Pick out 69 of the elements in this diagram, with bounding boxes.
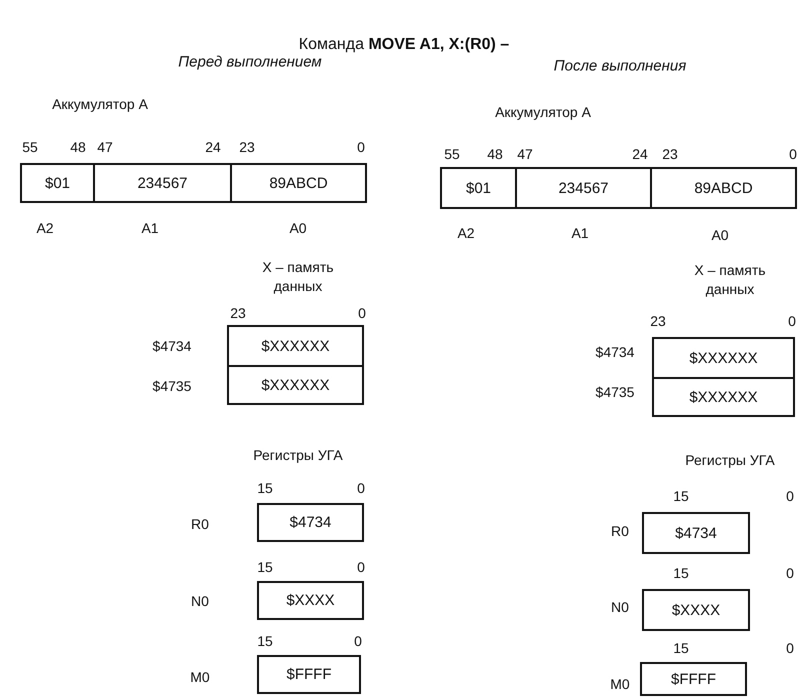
bit-number: 47	[517, 146, 533, 162]
register-cell: 234567	[93, 163, 232, 203]
bit-number: 0	[358, 305, 366, 321]
register-cell: $FFFF	[640, 662, 747, 696]
register-name: R0	[611, 523, 629, 539]
register-cell: $XXXXXX	[227, 365, 364, 405]
bit-number: 15	[673, 640, 689, 656]
register-name: M0	[190, 669, 210, 685]
bit-number: 15	[673, 565, 689, 581]
bit-number: 0	[786, 640, 794, 656]
bit-number: 23	[662, 146, 678, 162]
register-name: N0	[611, 599, 629, 615]
bit-number: 48	[487, 146, 503, 162]
bit-number: 0	[357, 480, 365, 496]
register-cell: $01	[20, 163, 95, 203]
panel-heading: Перед выполнением	[178, 54, 322, 70]
register-cell: $XXXXXX	[652, 337, 795, 379]
register-name: M0	[610, 676, 630, 692]
register-cell: $XXXXXX	[652, 377, 795, 417]
register-cell: 89ABCD	[230, 163, 367, 203]
memory-address: $4735	[152, 378, 192, 394]
field-name: A1	[571, 225, 589, 241]
register-heading: Аккумулятор А	[495, 104, 591, 120]
field-name: A2	[36, 220, 54, 236]
register-name: N0	[191, 593, 209, 609]
bit-number: 0	[786, 488, 794, 504]
memory-address: $4735	[596, 384, 634, 400]
bit-number: 0	[788, 313, 796, 329]
bit-number: 15	[257, 633, 273, 649]
register-cell: 234567	[515, 167, 652, 209]
register-cell: $01	[440, 167, 517, 209]
bit-number: 55	[22, 139, 38, 155]
bit-number: 0	[354, 633, 362, 649]
register-heading: Регистры УГА	[685, 452, 775, 468]
diagram-title: Команда MOVE A1, X:(R0) –	[298, 36, 510, 54]
register-heading: Аккумулятор А	[52, 96, 148, 112]
register-cell: $XXXXXX	[227, 325, 364, 367]
bit-number: 15	[257, 559, 273, 575]
bit-number: 23	[650, 313, 666, 329]
bit-number: 47	[97, 139, 113, 155]
memory-address: $4734	[596, 344, 634, 360]
bit-number: 0	[357, 559, 365, 575]
field-name: A0	[711, 227, 729, 243]
register-cell: $4734	[257, 503, 364, 542]
bit-number: 15	[673, 488, 689, 504]
memory-heading: X – память данных	[693, 261, 767, 299]
field-name: A1	[141, 220, 159, 236]
bit-number: 0	[357, 139, 365, 155]
register-cell: $XXXX	[642, 589, 750, 631]
bit-number: 55	[444, 146, 460, 162]
panel-heading: После выполнения	[554, 58, 686, 74]
register-cell: $XXXX	[257, 581, 364, 620]
bit-number: 0	[786, 565, 794, 581]
memory-heading: X – память данных	[261, 258, 335, 296]
register-cell: 89ABCD	[650, 167, 797, 209]
bit-number: 23	[230, 305, 246, 321]
register-cell: $FFFF	[257, 655, 361, 694]
register-heading: Регистры УГА	[253, 447, 343, 463]
bit-number: 23	[239, 139, 255, 155]
bit-number: 0	[789, 146, 797, 162]
bit-number: 24	[205, 139, 221, 155]
bit-number: 48	[70, 139, 86, 155]
field-name: A2	[457, 225, 475, 241]
bit-number: 15	[257, 480, 273, 496]
register-name: R0	[191, 516, 209, 532]
field-name: A0	[289, 220, 307, 236]
memory-address: $4734	[152, 338, 192, 354]
bit-number: 24	[632, 146, 648, 162]
register-cell: $4734	[642, 512, 750, 554]
